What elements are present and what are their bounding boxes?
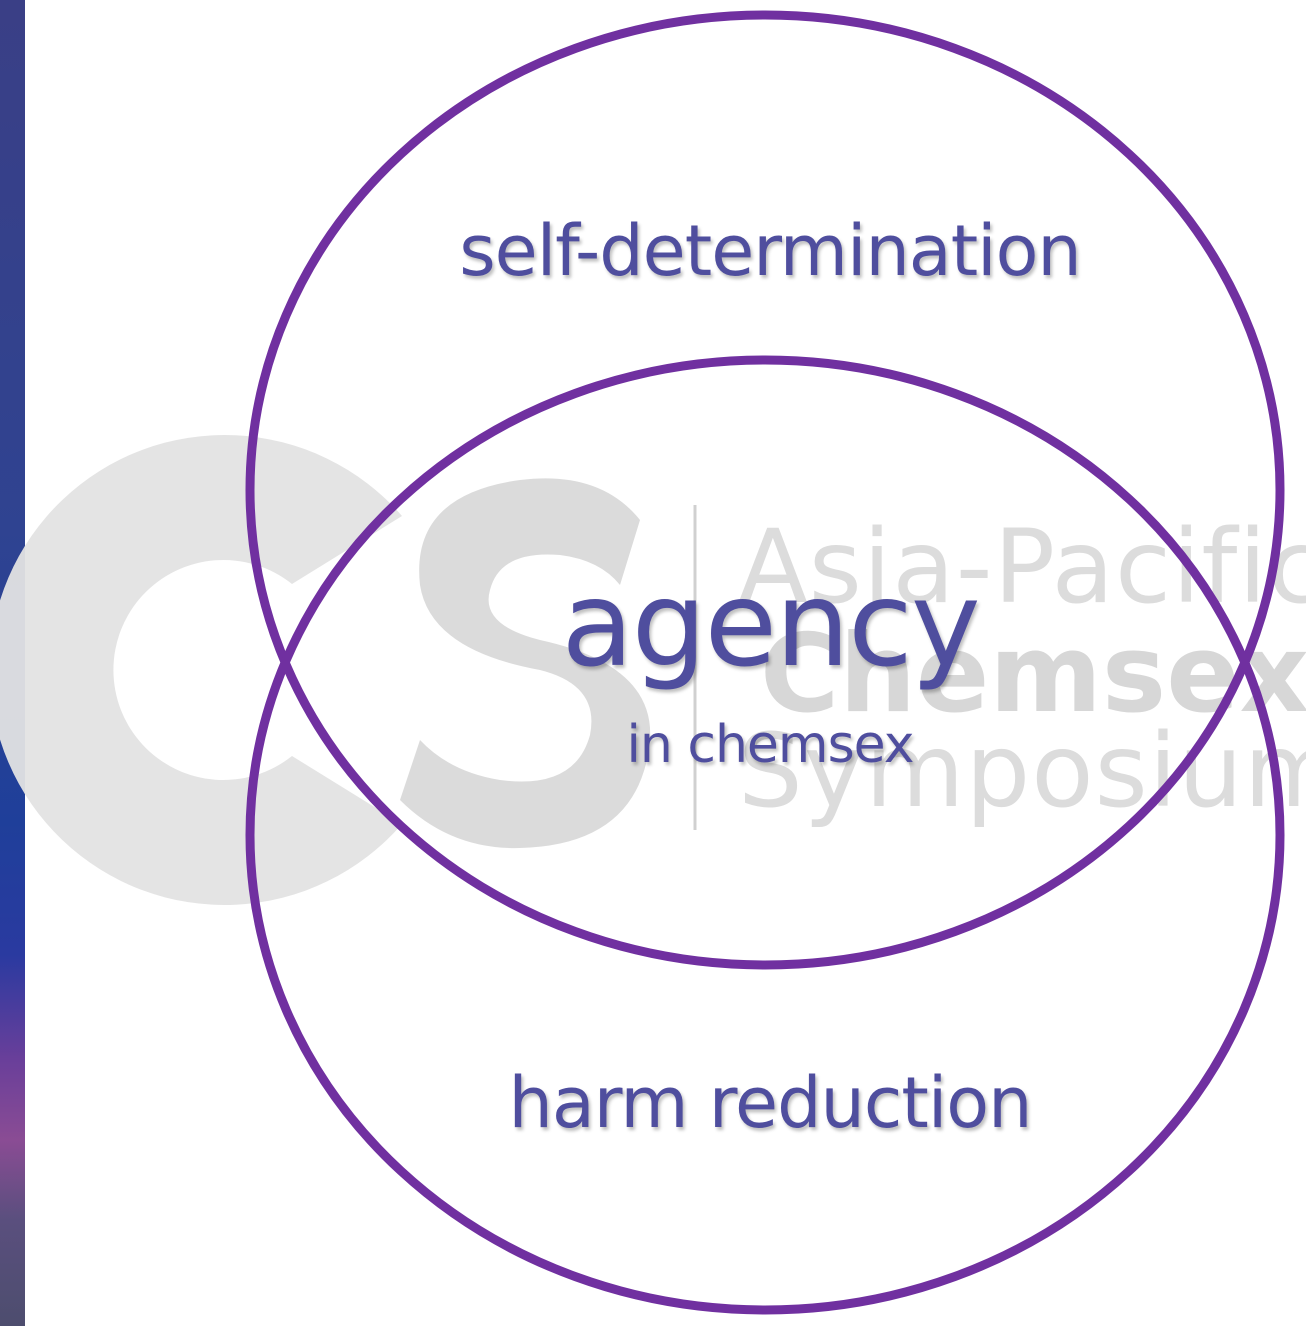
venn-circle-top	[245, 10, 1285, 970]
label-in-chemsex: in chemsex	[626, 715, 914, 775]
watermark-s-shape	[400, 478, 651, 849]
label-self-determination: self-determination	[459, 210, 1082, 292]
venn-circle-bottom	[245, 355, 1285, 1315]
watermark-line-asia-pacific: Asia-Pacific	[738, 508, 1306, 627]
label-agency: agency	[561, 555, 980, 693]
watermark-c-shape	[0, 435, 402, 905]
label-harm-reduction: harm reduction	[508, 1062, 1033, 1144]
